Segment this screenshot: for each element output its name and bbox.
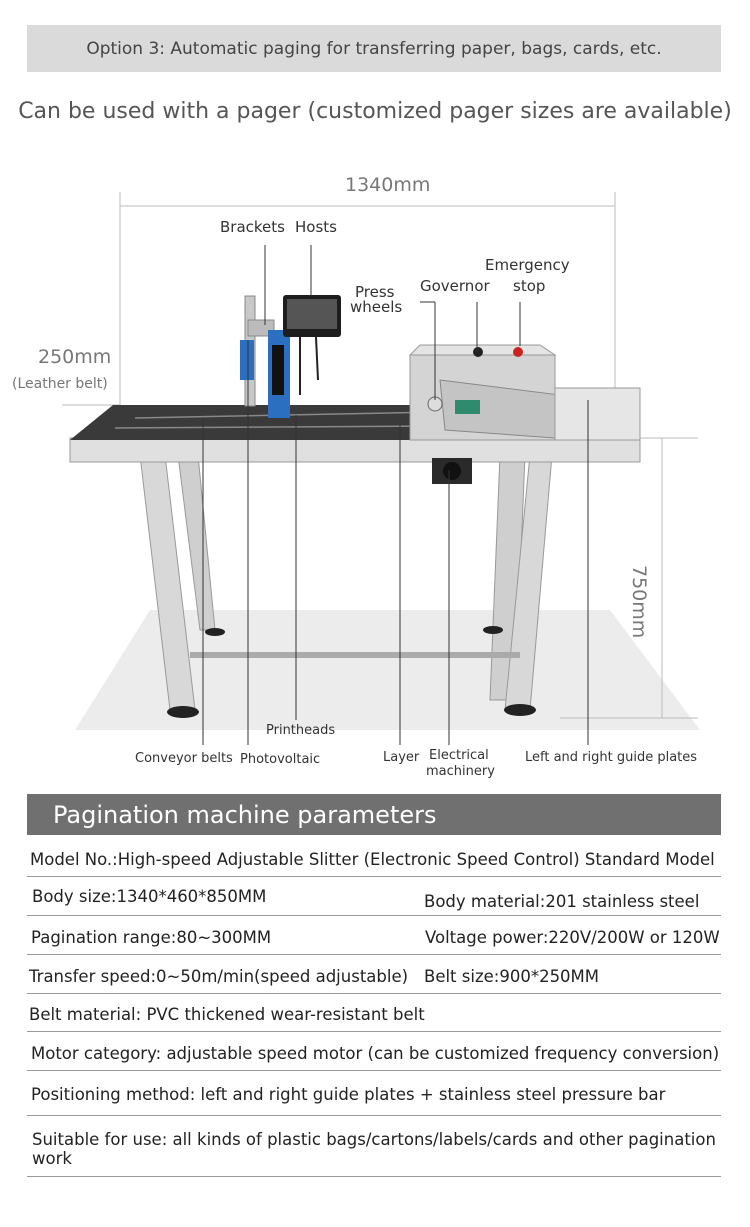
param-voltage: Voltage power:220V/200W or 120W — [425, 928, 720, 947]
params-row: Positioning method: left and right guide… — [27, 1071, 721, 1116]
label-emergency-1: Emergency — [485, 256, 570, 274]
params-row: Belt material: PVC thickened wear-resist… — [27, 994, 721, 1032]
machine-illustration — [62, 192, 700, 745]
param-model: Model No.:High-speed Adjustable Slitter … — [30, 850, 715, 869]
param-suitable: Suitable for use: all kinds of plastic b… — [32, 1130, 716, 1168]
params-title: Pagination machine parameters — [27, 794, 721, 835]
param-body-material: Body material:201 stainless steel — [424, 892, 700, 911]
param-pagination-range: Pagination range:80~300MM — [31, 928, 272, 947]
label-electrical-1: Electrical — [429, 748, 489, 763]
label-governor: Governor — [420, 277, 490, 295]
option-banner: Option 3: Automatic paging for transferr… — [27, 25, 721, 72]
label-electrical-2: machinery — [426, 764, 495, 779]
label-conveyor-belts: Conveyor belts — [135, 751, 233, 766]
subtitle: Can be used with a pager (customized pag… — [18, 99, 732, 124]
params-row: Motor category: adjustable speed motor (… — [27, 1032, 721, 1071]
belt-dimension: 250mm — [38, 346, 112, 368]
label-brackets: Brackets — [220, 218, 285, 236]
param-belt-size: Belt size:900*250MM — [424, 967, 600, 986]
params-row: Suitable for use: all kinds of plastic b… — [27, 1116, 721, 1177]
param-transfer-speed: Transfer speed:0~50m/min(speed adjustabl… — [29, 967, 409, 986]
belt-note: (Leather belt) — [12, 376, 108, 392]
label-photovoltaic: Photovoltaic — [240, 752, 321, 767]
params-row: Body size:1340*460*850MM Body material:2… — [27, 877, 721, 916]
label-guide-plates: Left and right guide plates — [525, 750, 698, 765]
params-row: Model No.:High-speed Adjustable Slitter … — [27, 843, 721, 877]
label-layer: Layer — [383, 750, 420, 765]
label-hosts: Hosts — [295, 218, 337, 236]
params-row: Pagination range:80~300MM Voltage power:… — [27, 916, 721, 955]
param-belt-material: Belt material: PVC thickened wear-resist… — [29, 1005, 425, 1024]
label-emergency-2: stop — [513, 277, 546, 295]
param-body-size: Body size:1340*460*850MM — [32, 887, 267, 906]
label-press-wheels-2: wheels — [350, 298, 403, 316]
label-printheads: Printheads — [266, 723, 336, 738]
params-row: Transfer speed:0~50m/min(speed adjustabl… — [27, 955, 721, 994]
param-motor: Motor category: adjustable speed motor (… — [31, 1044, 720, 1063]
param-positioning: Positioning method: left and right guide… — [31, 1085, 666, 1104]
width-dimension: 1340mm — [345, 174, 431, 196]
height-dimension: 750mm — [628, 565, 650, 639]
label-press-wheels-1: Press — [355, 283, 395, 301]
machine-diagram: 1340mm 250mm (Leather belt) 750mm Bracke… — [0, 160, 750, 790]
